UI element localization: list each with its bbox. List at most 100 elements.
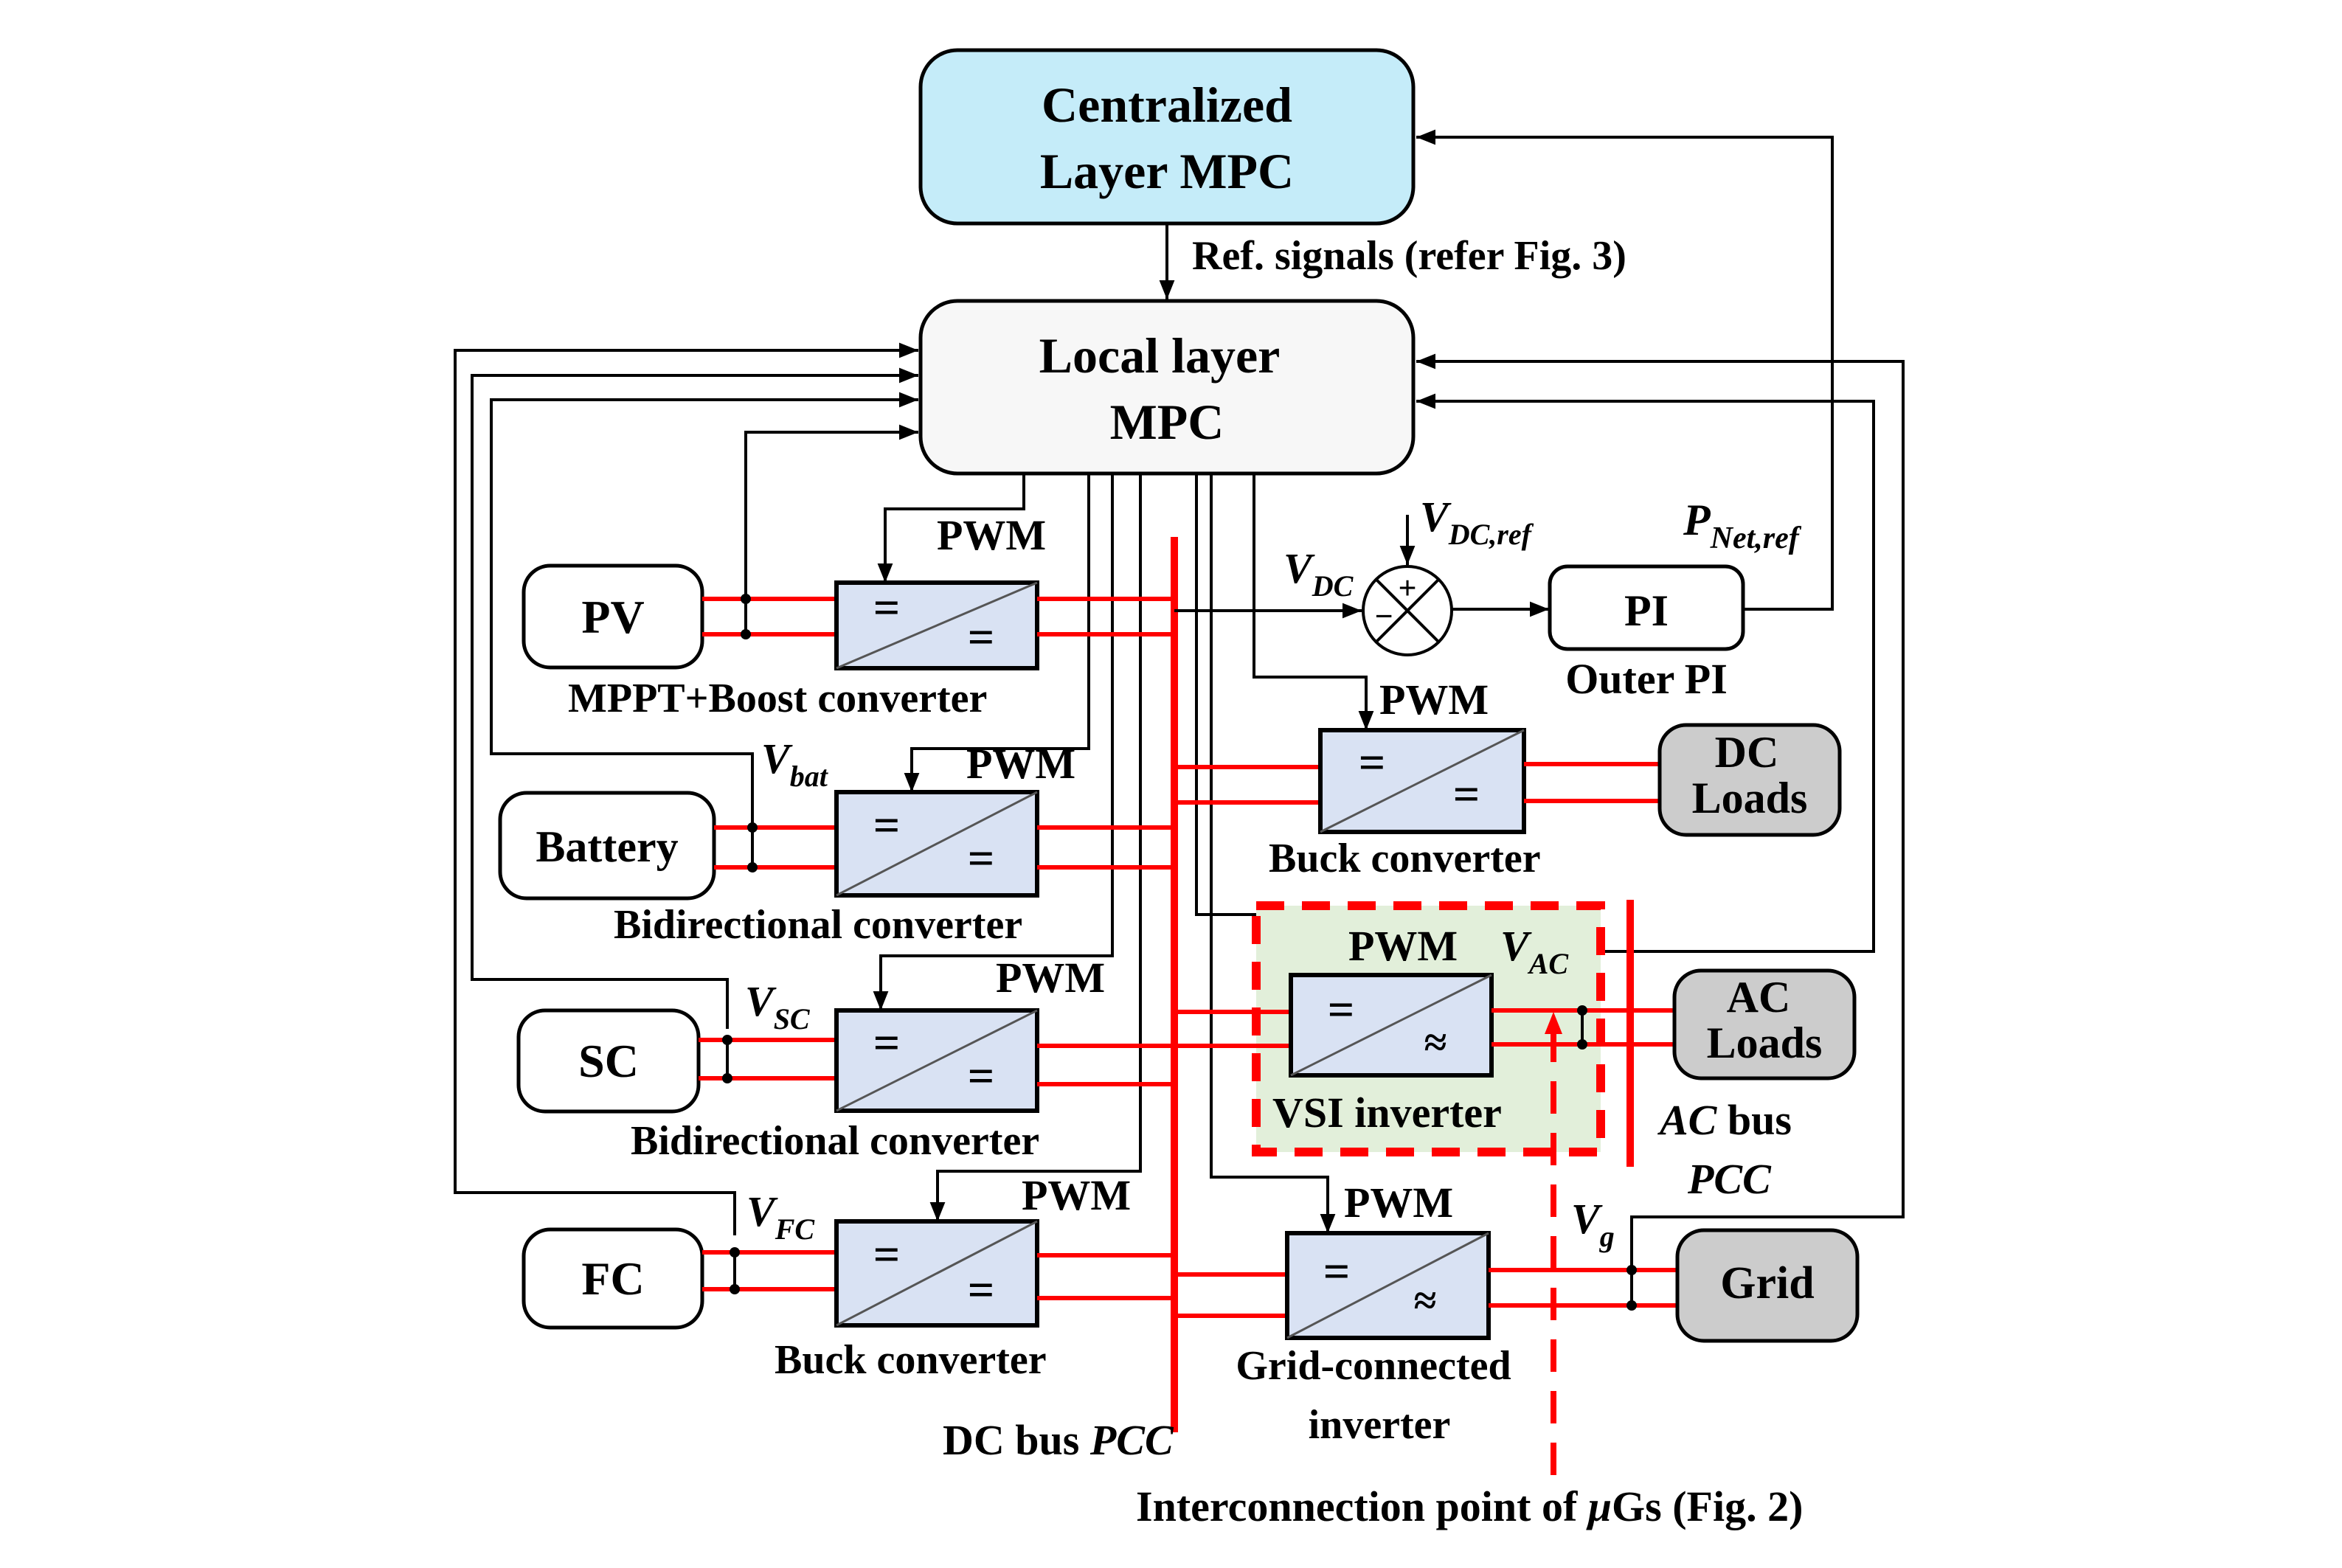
dc-loads-line1: DC <box>1715 728 1779 777</box>
junction-dot <box>722 1073 732 1083</box>
battery-pwm-label: PWM <box>966 740 1075 788</box>
pv-pwm-line <box>877 473 1025 583</box>
junction-dot <box>741 629 751 639</box>
sc-pwm-label: PWM <box>996 954 1105 1002</box>
vg-var: V <box>1571 1195 1603 1243</box>
junction-dot <box>1626 1300 1637 1311</box>
dc-symbol: = <box>1328 983 1354 1035</box>
dc-load-converter-label: Buck converter <box>1269 836 1541 881</box>
vdcref-sub: DC,ref <box>1448 518 1534 551</box>
sc-source-box <box>516 1008 701 1114</box>
battery-voltage-feedback-line <box>490 392 918 867</box>
fc-label: FC <box>581 1252 644 1305</box>
dc-symbol: = <box>1323 1245 1350 1297</box>
dc-load-pwm-label: PWM <box>1379 676 1489 724</box>
fc-pwm-line <box>929 473 1142 1221</box>
centralized-mpc-line1: Centralized <box>1042 77 1292 133</box>
vg-label: Vg <box>1571 1195 1615 1253</box>
ac-bus-italic: AC <box>1657 1096 1718 1144</box>
sc-converter-label: Bidirectional converter <box>631 1118 1039 1164</box>
vg-sub: g <box>1599 1220 1615 1253</box>
converter-diagonal <box>836 1220 1038 1327</box>
grid-inverter-pwm-label: PWM <box>1344 1179 1453 1227</box>
pnet-var: P <box>1683 496 1711 544</box>
grid-inverter-label-line2: inverter <box>1309 1402 1451 1448</box>
sc-voltage-feedback-line <box>471 367 918 1029</box>
pv-source-box <box>522 563 704 670</box>
vsi-converter-label: VSI inverter <box>1272 1089 1502 1137</box>
vg-feedback-line <box>1416 353 1905 1287</box>
grid-block: Grid <box>1675 1228 1860 1343</box>
ac-pcc-label: PCC <box>1687 1155 1772 1203</box>
dc-symbol-out: = <box>1453 768 1480 820</box>
vsc-sub: SC <box>774 1002 811 1035</box>
converter-diagonal <box>836 791 1038 897</box>
ac-loads-line1: AC <box>1727 973 1791 1021</box>
ac-symbol: ≈ <box>1424 1020 1447 1066</box>
converter-diagonal <box>1286 1232 1489 1339</box>
pi-box <box>1548 564 1745 651</box>
junction-dot <box>730 1247 740 1257</box>
dc-bus-pcc-label: DC bus PCC <box>943 1416 1174 1464</box>
vdc-var: V <box>1283 544 1315 592</box>
local-mpc-line1: Local layer <box>1039 327 1281 384</box>
summing-cross <box>1375 578 1440 643</box>
vsi-inverter-branch: = ≈ PWM VAC VSI inverter <box>1174 901 1674 1156</box>
battery-pwm-line <box>904 473 1090 792</box>
battery-label: Battery <box>536 822 678 871</box>
grid-inverter-label-line1: Grid-connected <box>1236 1343 1511 1389</box>
ac-loads-line2: Loads <box>1707 1019 1823 1067</box>
converter-diagonal <box>1290 974 1492 1077</box>
battery-source-box <box>498 791 716 901</box>
grid-inverter-branch: = ≈ PWM Vg Grid-connected inverter <box>1174 1179 1677 1448</box>
ac-symbol: ≈ <box>1414 1278 1437 1324</box>
dc-loads-line2: Loads <box>1692 774 1808 822</box>
vdcref-var: V <box>1420 493 1452 541</box>
centralized-layer-mpc-block: Centralized Layer MPC <box>918 48 1416 226</box>
junction-dot <box>1577 1005 1587 1016</box>
ac-loads-block: AC Loads <box>1672 968 1857 1080</box>
junction-dot <box>747 822 758 833</box>
vsc-var: V <box>745 977 777 1025</box>
dc-loads-box <box>1657 723 1842 837</box>
vfc-sub: FC <box>775 1213 816 1246</box>
dc-symbol-out: = <box>968 1050 994 1102</box>
junction-dot <box>722 1035 732 1045</box>
battery-converter-label: Bidirectional converter <box>614 902 1022 948</box>
vsi-dashed-boundary <box>1252 901 1605 1156</box>
pnet-ref-feedback-line <box>1416 129 1834 611</box>
dc-loads-branch: = = DC Loads PWM Buck converter <box>1174 676 1842 881</box>
pv-converter-label: MPPT+Boost converter <box>568 676 987 721</box>
vfc-var: V <box>746 1187 778 1235</box>
dc-symbol-out: = <box>968 611 994 663</box>
vac-sub: AC <box>1527 947 1570 980</box>
vdc-ref-label: VDC,ref <box>1420 493 1534 551</box>
minus-sign: − <box>1374 598 1393 634</box>
pv-pwm-label: PWM <box>937 511 1046 559</box>
dc-bus-italic: PCC <box>1089 1416 1174 1464</box>
junction-dot <box>747 862 758 873</box>
grid-label: Grid <box>1720 1258 1814 1308</box>
outer-pi-loop: VDC VDC,ref + − PI Outer PI PNet,ref <box>1174 493 1802 703</box>
local-mpc-box <box>918 299 1416 476</box>
dc-symbol-in: = <box>873 799 900 851</box>
local-mpc-line2: MPC <box>1110 394 1224 450</box>
vfc-label: VFC <box>746 1187 815 1246</box>
vsi-pwm-label: PWM <box>1348 922 1458 970</box>
vbat-var: V <box>761 735 793 783</box>
fc-branch: FC = = PWM VFC Buck converter <box>522 1171 1174 1383</box>
ac-bus-label: AC bus <box>1657 1096 1792 1144</box>
sc-branch: SC = = PWM VSC Bidirectional converter <box>516 954 1174 1164</box>
fc-source-box <box>522 1227 704 1330</box>
junction-dot <box>741 594 751 604</box>
vdc-sub: DC <box>1312 569 1354 603</box>
fc-converter-label: Buck converter <box>775 1337 1047 1383</box>
dc-symbol-in: = <box>873 1228 900 1280</box>
sc-pwm-line <box>873 473 1114 1010</box>
grid-inverter-pwm-line <box>1210 473 1336 1233</box>
ac-bus-rest: bus <box>1716 1096 1792 1144</box>
ac-loads-box <box>1672 968 1857 1080</box>
vac-label: VAC <box>1500 922 1569 980</box>
dc-symbol-in: = <box>873 581 900 634</box>
fc-pwm-label: PWM <box>1022 1171 1131 1219</box>
